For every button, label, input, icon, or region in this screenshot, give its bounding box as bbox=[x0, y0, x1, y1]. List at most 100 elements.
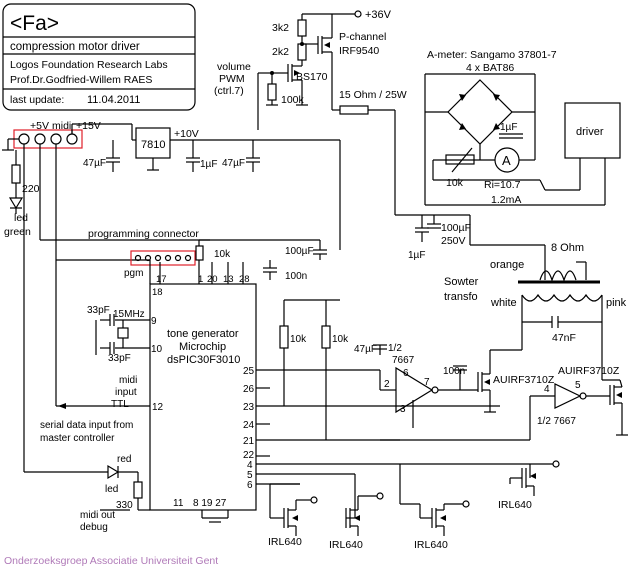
resistor-220 bbox=[11, 164, 21, 184]
label-10v: +10V bbox=[174, 128, 199, 140]
label-irl640-4: IRL640 bbox=[268, 536, 302, 548]
trim-10k bbox=[445, 154, 475, 165]
pin-7667-4: 4 bbox=[544, 384, 550, 395]
label-irl640-3: IRL640 bbox=[329, 539, 363, 551]
label-bs170: BS170 bbox=[296, 71, 328, 83]
label-10k-mcu: 10k bbox=[214, 249, 231, 260]
label-white: white bbox=[490, 297, 517, 309]
pin-10: 10 bbox=[151, 344, 163, 355]
pin-9: 9 bbox=[151, 316, 157, 327]
author-name: Prof.Dr.Godfried-Willem RAES bbox=[10, 74, 152, 86]
pin-1: 1 bbox=[198, 274, 203, 285]
dspic-chip bbox=[149, 283, 257, 511]
green-led bbox=[8, 197, 24, 210]
label-programming-connector: programming connector bbox=[88, 228, 199, 240]
title-block: <Fa> compression motor driver Logos Foun… bbox=[2, 3, 196, 111]
label-47nf: 47nF bbox=[552, 332, 576, 344]
ammeter-section: A-meter: Sangamo 37801-7 4 x BAT86 1µF A… bbox=[424, 49, 621, 206]
resistor-3k2 bbox=[297, 19, 307, 37]
pin-7667-7: 7 bbox=[424, 377, 430, 388]
pin-6: 6 bbox=[247, 480, 253, 491]
irl640-channel-1 bbox=[509, 464, 536, 496]
label-pink: pink bbox=[606, 297, 627, 309]
label-ameter: A-meter: Sangamo 37801-7 bbox=[427, 49, 557, 61]
label-5v: +5V bbox=[30, 120, 49, 132]
pin-18: 18 bbox=[152, 287, 163, 298]
resistor-10k-mcu bbox=[195, 245, 204, 261]
microcontroller-section: programming connector pgm 10k 100µF 100n… bbox=[40, 228, 530, 533]
pin-7667-2: 2 bbox=[384, 379, 390, 390]
supply-section: +5V midi +15V 7810 +10V 47µF 1µF 47µF bbox=[2, 120, 341, 473]
pin-11: 11 bbox=[173, 498, 184, 509]
label-100uf-small: 100µF bbox=[285, 246, 314, 257]
label-10k-b: 10k bbox=[332, 334, 349, 345]
label-output-100uf: 100µF bbox=[441, 222, 471, 234]
irl640-channel-4 bbox=[269, 483, 300, 536]
label-7810: 7810 bbox=[141, 139, 165, 151]
irl640-channel-2 bbox=[420, 504, 446, 536]
label-irl640-2: IRL640 bbox=[414, 539, 448, 551]
label-irl640-1: IRL640 bbox=[498, 499, 532, 511]
irl640-channel-3 bbox=[345, 474, 360, 536]
pin-24: 24 bbox=[243, 420, 255, 431]
label-mosfet-1: AUIRF3710Z bbox=[493, 374, 555, 386]
label-pgm: pgm bbox=[124, 268, 143, 279]
lab-name: Logos Foundation Research Labs bbox=[10, 59, 168, 71]
label-serial-1: serial data input from bbox=[40, 420, 133, 431]
label-47uf-b: 47µF bbox=[222, 158, 245, 169]
red-led bbox=[107, 464, 120, 480]
label-driver: driver bbox=[576, 126, 604, 138]
transformer-primary bbox=[521, 293, 603, 302]
crystal-15mhz bbox=[117, 327, 129, 339]
label-ri: Ri=10.7 bbox=[484, 179, 521, 191]
pin-7667-3: 3 bbox=[400, 404, 406, 415]
footer-text: Onderzoeksgroep Associatie Universiteit … bbox=[4, 555, 218, 567]
label-pwm: PWM bbox=[219, 73, 245, 85]
programming-connector bbox=[130, 250, 196, 266]
pin-13: 13 bbox=[223, 274, 234, 285]
label-meter-10k: 10k bbox=[446, 177, 464, 189]
driver-box bbox=[564, 102, 621, 159]
label-midi: midi bbox=[52, 120, 71, 132]
output-stage: 1µF 100µF 250V 8 Ohm orange Sowter trans… bbox=[268, 215, 628, 551]
update-date: 11.04.2011 bbox=[87, 94, 140, 106]
pin-17: 17 bbox=[156, 274, 167, 285]
label-meter-1uf: 1µF bbox=[500, 122, 517, 133]
speaker-coil bbox=[539, 270, 577, 282]
pin-12: 12 bbox=[152, 402, 164, 413]
label-8ohm: 8 Ohm bbox=[551, 242, 584, 254]
label-15v: +15V bbox=[76, 120, 101, 132]
label-ttl: TTL bbox=[111, 399, 129, 410]
ammeter-label: A bbox=[502, 153, 511, 168]
pin-5: 5 bbox=[247, 470, 253, 481]
label-15ohm: 15 Ohm / 25W bbox=[339, 89, 407, 101]
label-bat86: 4 x BAT86 bbox=[466, 62, 514, 74]
label-47uf-a: 47µF bbox=[83, 158, 106, 169]
label-orange: orange bbox=[490, 259, 524, 271]
pin-26: 26 bbox=[243, 384, 255, 395]
label-2k2: 2k2 bbox=[272, 46, 289, 58]
label-midi-input-1: midi bbox=[119, 375, 137, 386]
label-midi-input-2: input bbox=[115, 387, 137, 398]
pin-25: 25 bbox=[243, 366, 255, 377]
label-ctrl7: (ctrl.7) bbox=[214, 85, 244, 97]
pin-20: 20 bbox=[207, 274, 218, 285]
project-subtitle: compression motor driver bbox=[10, 41, 140, 53]
label-100k: 100k bbox=[281, 94, 305, 106]
mosfet-auirf-1 bbox=[477, 368, 491, 412]
label-output-100n: 100n bbox=[443, 366, 465, 377]
label-330: 330 bbox=[116, 500, 133, 511]
label-33pf-a: 33pF bbox=[87, 305, 110, 316]
label-led-b: led bbox=[105, 484, 118, 495]
pin-7667-6: 6 bbox=[403, 368, 409, 379]
label-output-47uf: 47µF bbox=[354, 344, 377, 355]
chip-label-tone-generator: tone generator bbox=[167, 328, 239, 340]
resistor-2k2 bbox=[297, 43, 307, 61]
label-serial-2: master controller bbox=[40, 433, 115, 444]
pin-7667-5: 5 bbox=[575, 380, 581, 391]
label-100n-a: 100n bbox=[285, 271, 307, 282]
resistor-10k-b bbox=[321, 325, 331, 349]
label-7667-a: 7667 bbox=[392, 355, 415, 366]
label-mosfet-2: AUIRF3710Z bbox=[558, 365, 620, 377]
